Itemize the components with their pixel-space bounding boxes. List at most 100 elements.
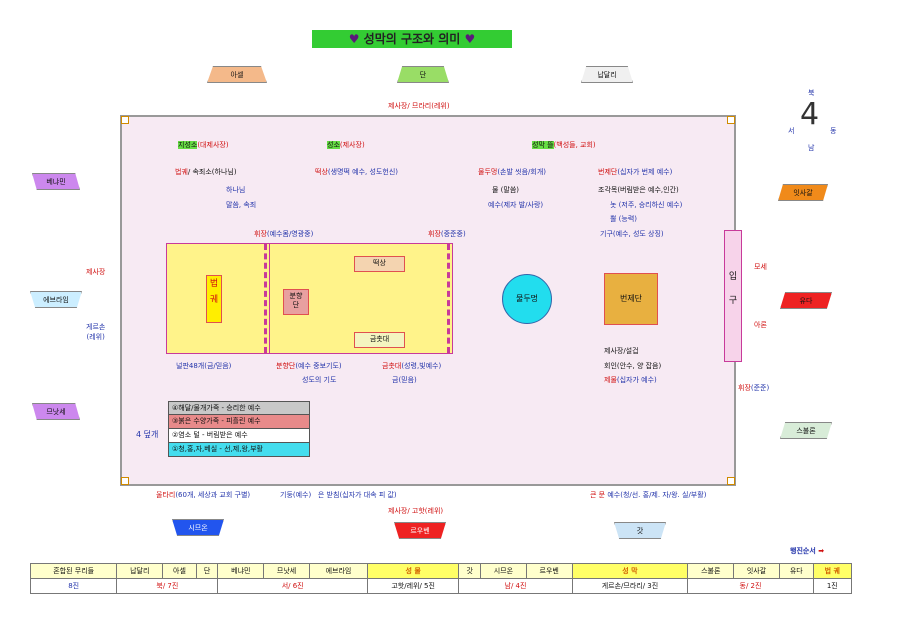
pillars-label: 울타리(60개, 세상과 교회 구별): [156, 490, 250, 500]
ark-label: 법궤/ 속죄소(하나님): [175, 167, 237, 177]
table-cell: 시므온: [479, 563, 527, 579]
veil1-red: 휘장: [254, 230, 267, 238]
north-side-label: 제사장/ 므라리(레위): [388, 102, 450, 110]
incense-red: 분향단: [276, 362, 296, 370]
table-rest: (생명떡 예수, 성도헌신): [327, 168, 398, 176]
corner-post: [727, 116, 735, 124]
covering-legend: ④해달/물개가죽 - 승리한 예수 ③붉은 수양가죽 - 피흘린 예수 ②염소 …: [168, 401, 310, 457]
gate-veil-rest: (준준): [750, 384, 770, 392]
legend-row: ③붉은 수양가죽 - 피흘린 예수: [168, 415, 310, 429]
march-label: 행진순서 ➡: [790, 546, 824, 556]
incense-rest: (예수 중보기도): [295, 362, 342, 370]
priest3: 제물(십자가 예수): [604, 375, 657, 385]
table-row: 8진 북/ 7진 서/ 6진 고핫/레위/ 5진 남/ 4진 게르손/므라리/ …: [29, 578, 853, 594]
lamp-label: 금촛대(성령,빛예수): [382, 361, 441, 371]
lamp-rest: (성령,빛예수): [401, 362, 442, 370]
gate-veil-red: 휘장: [738, 384, 751, 392]
tribe-manasseh: 므낫세: [32, 403, 80, 420]
table-cell: 갓: [458, 563, 481, 579]
court-header: 성막 뜰(백성들, 교회): [532, 140, 596, 150]
court-label: 성막 뜰: [532, 141, 554, 149]
corner-post: [727, 477, 735, 485]
tribe-naphtali: 납달리: [581, 66, 633, 83]
table-cell: 8진: [29, 578, 118, 594]
table-cell: 잇사갈: [733, 563, 780, 579]
table-cell: 동/ 2진: [687, 578, 814, 594]
tribe-issachar: 잇사갈: [778, 184, 828, 201]
legend-row: ④해달/물개가죽 - 승리한 예수: [168, 401, 310, 415]
west-gershon-label: 게르손 (레위): [86, 323, 106, 341]
table-cell: 북/ 7진: [116, 578, 219, 594]
holy-sub: (제사장): [339, 141, 365, 149]
veil-divider: [264, 244, 267, 353]
incense-label: 분향단(예수 중보기도): [276, 361, 342, 371]
laver-sub1: 물 (말씀): [492, 186, 520, 194]
table-label: 떡상(생명떡 예수, 성도헌신): [315, 167, 398, 177]
table-cell: 베냐민: [217, 563, 265, 579]
holiest-sub: (대제사장): [197, 141, 229, 149]
table-cell: 단: [195, 563, 219, 579]
west-priest-label: 제사장: [86, 268, 106, 276]
gate-colors-label: 큰 문 예수(청/선. 홍/제. 자/왕. 실/부활): [590, 490, 706, 500]
corner-post: [121, 116, 129, 124]
table-row: 혼합된 무리들 납달리 아셀 단 베냐민 므낫세 에브라임 성 물 갓 시므온 …: [29, 563, 853, 579]
altar-label: 번제단(십자가 번제 예수): [598, 167, 672, 177]
legend-title: 4 덮개: [136, 430, 159, 439]
lamp-sub: 금(믿음): [392, 376, 417, 384]
veil2-red: 휘장: [428, 230, 441, 238]
table-cell: 서/ 6진: [217, 578, 368, 594]
priest2: 회인(안수, 양 잡음): [604, 362, 662, 370]
table-cell: 1진: [812, 578, 853, 594]
laver-circle: 물두멍: [502, 274, 552, 324]
laver-label: 물두멍(손발 씻음/회개): [478, 167, 546, 177]
veil-divider: [269, 244, 270, 353]
compass-arrow-icon: 4: [800, 97, 820, 132]
incense-sub: 성도의 기도: [302, 376, 337, 384]
lamp-red: 금촛대: [382, 362, 402, 370]
altar-rest: (십자가 번제 예수): [617, 168, 673, 176]
tribe-dan: 단: [397, 66, 449, 83]
table-cell: 법 궤: [812, 563, 853, 579]
corner-post: [121, 477, 129, 485]
tribe-reuben: 르우벤: [394, 522, 446, 539]
holiest-label: 지성소: [178, 141, 198, 149]
table-cell: 스불론: [687, 563, 735, 579]
altar-sub3: 뿔 (능력): [610, 215, 638, 223]
table-cell: 유다: [778, 563, 814, 579]
altar-sub2: 놋 (저주, 승리하신 예수): [610, 201, 683, 209]
table-red: 떡상: [315, 168, 328, 176]
ark-red: 법궤: [175, 168, 188, 176]
compass-south: 남: [808, 144, 815, 152]
veil2-rest: (중준중): [440, 230, 466, 238]
compass-north: 북: [808, 89, 815, 97]
tribe-judah: 유다: [780, 292, 832, 309]
altar-sub1: 조각목(버림받은 예수,인간): [598, 186, 679, 194]
table-cell: 고핫/레위/ 5진: [366, 578, 460, 594]
veil-divider: [447, 244, 450, 353]
veil2-label: 휘장(중준중): [428, 229, 466, 239]
incense-box: 분향 단: [283, 289, 309, 315]
altar-box: 번제단: [604, 273, 658, 325]
compass-west: 서: [788, 127, 795, 135]
ark-box: 법 궤: [206, 275, 222, 323]
laver-sub2: 예수(제자 발/사랑): [488, 201, 544, 209]
compass-east: 동: [830, 127, 837, 135]
tribe-gad: 갓: [614, 522, 666, 539]
tribe-ephraim: 에브라임: [30, 291, 82, 308]
table-cell: 성 막: [571, 563, 689, 579]
title-text: 성막의 구조와 의미: [363, 32, 461, 46]
laver-red: 물두멍: [478, 168, 498, 176]
priest1: 제사장/설겁: [604, 347, 639, 355]
table-cell: 르우벤: [525, 563, 573, 579]
table-cell: 므낫세: [263, 563, 310, 579]
table-cell: 성 물: [366, 563, 460, 579]
gate-veil-label: 휘장(준준): [738, 383, 769, 393]
arrow-right-icon: ➡: [818, 547, 825, 555]
table-cell: 남/ 4진: [458, 578, 573, 594]
gate-colors-rest: 예수(청/선. 홍/제. 자/왕. 실/부활): [605, 491, 707, 499]
lamp-box: 금촛대: [354, 332, 405, 348]
tribe-benjamin: 베냐민: [32, 173, 80, 190]
page-title: ♥ 성막의 구조와 의미 ♥: [312, 30, 512, 48]
table-box: 떡상: [354, 256, 405, 272]
gate: 입 구: [724, 230, 742, 362]
